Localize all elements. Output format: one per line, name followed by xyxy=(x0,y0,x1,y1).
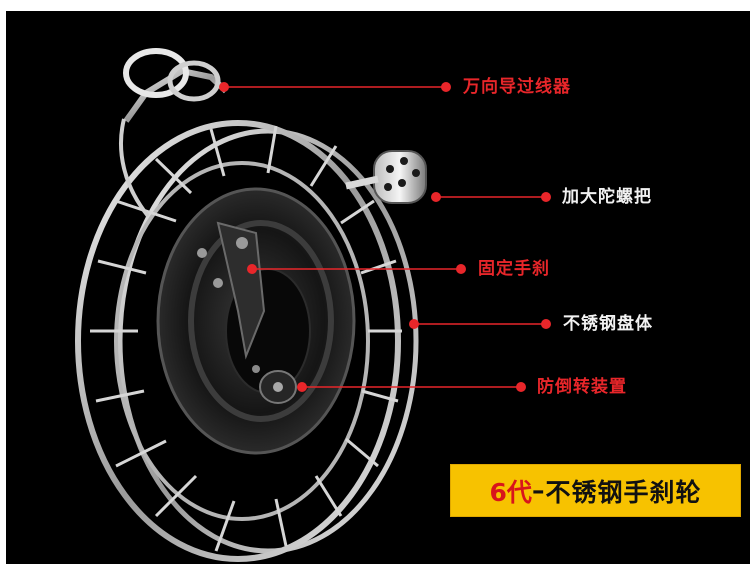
dot-end-1 xyxy=(441,82,451,92)
dot-end-2 xyxy=(541,192,551,202)
callout-handle: 加大陀螺把 xyxy=(562,187,652,207)
callout-dots xyxy=(219,82,551,392)
dot-end-5 xyxy=(516,382,526,392)
banner-generation: 6代 xyxy=(489,477,532,507)
dot-start-5 xyxy=(297,382,307,392)
dot-start-4 xyxy=(409,319,419,329)
handle-knob xyxy=(373,150,427,204)
banner-dash: – xyxy=(531,476,546,505)
dot-start-2 xyxy=(431,192,441,202)
banner-title: 不锈钢手刹轮 xyxy=(545,477,702,507)
callout-brake: 固定手刹 xyxy=(478,259,550,279)
front-rim-inner xyxy=(114,161,370,521)
kite-reel-illustration xyxy=(75,48,551,562)
product-banner: 6代 – 不锈钢手刹轮 xyxy=(450,464,741,517)
dot-start-3 xyxy=(247,264,257,274)
hub-ring xyxy=(188,220,334,422)
dot-end-3 xyxy=(456,264,466,274)
brake-lever xyxy=(216,221,266,360)
rim-spokes xyxy=(90,125,402,552)
callout-steel-body: 不锈钢盘体 xyxy=(563,314,653,334)
dot-end-4 xyxy=(541,319,551,329)
callout-line-guide: 万向导过线器 xyxy=(463,77,571,97)
back-rim xyxy=(117,128,419,554)
front-rim-outer xyxy=(75,120,401,562)
callout-lines xyxy=(224,86,546,388)
callout-anti-reverse: 防倒转装置 xyxy=(537,377,627,397)
product-image-panel: 万向导过线器 加大陀螺把 固定手刹 不锈钢盘体 防倒转装置 6代 – 不锈钢手刹… xyxy=(6,11,750,564)
dot-start-1 xyxy=(219,82,229,92)
